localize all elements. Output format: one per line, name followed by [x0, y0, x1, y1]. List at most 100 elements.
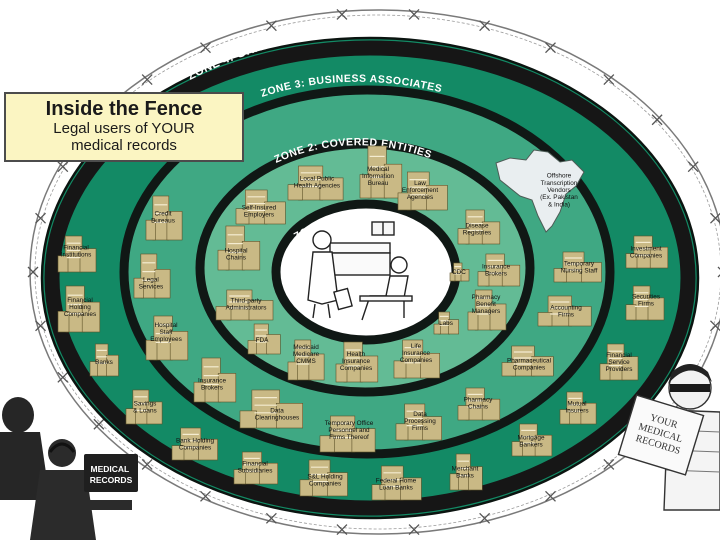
building-icon: [625, 235, 669, 269]
building-icon: [235, 189, 286, 225]
building-icon: [133, 253, 171, 299]
building-icon: [171, 427, 218, 461]
your-medical-records-folder: [617, 394, 705, 476]
building-icon: [215, 289, 274, 321]
keyboard: [82, 500, 132, 510]
medical-records-sign: MEDICAL RECORDS: [90, 464, 133, 485]
exam-table: [359, 295, 413, 302]
headset-icon: [48, 442, 76, 453]
entity-label-labs: Labs: [439, 320, 453, 327]
building-icon: [193, 357, 237, 403]
barb: [710, 320, 720, 332]
building-icon: [89, 343, 119, 377]
building-icon: [395, 403, 442, 441]
entity-label-cdc: CDC: [452, 269, 466, 276]
barb: [141, 74, 153, 85]
doctor-head: [312, 230, 332, 250]
entity-buildings: [57, 145, 669, 501]
barb: [603, 459, 615, 470]
barb: [651, 114, 663, 126]
building-icon: [247, 323, 281, 355]
patient-head: [390, 256, 408, 274]
building-icon: [457, 387, 501, 421]
building-icon: [559, 391, 597, 425]
diagram-title: Inside the Fence: [45, 98, 203, 120]
entity-label-savings-loans: Savings& Loans: [133, 400, 156, 414]
barb: [27, 266, 39, 278]
barb: [408, 524, 420, 536]
barb: [603, 74, 615, 85]
building-icon: [287, 165, 344, 201]
call-center-operator: MEDICAL RECORDS: [0, 397, 138, 540]
entity-label-fda: FDA: [256, 337, 270, 344]
building-icon: [335, 341, 379, 383]
building-icon: [125, 389, 163, 425]
doctor-patient-illustration: [307, 221, 413, 321]
office-cabinet: [329, 242, 391, 254]
building-icon: [57, 285, 101, 333]
operator-back-head: [2, 397, 34, 433]
india-map: [495, 149, 585, 233]
building-icon: [239, 389, 303, 429]
building-icon: [553, 251, 602, 283]
building-icon: [449, 453, 483, 491]
barb: [336, 524, 348, 536]
building-icon: [359, 145, 403, 199]
building-icon: [625, 285, 665, 321]
thief-mask: [670, 384, 710, 392]
barb: [479, 20, 491, 32]
barb: [35, 212, 46, 224]
barbed-wire-fence: [29, 9, 720, 535]
masked-thief: YOUR MEDICAL RECORDS: [617, 364, 720, 511]
barb: [200, 42, 211, 54]
building-icon: [599, 343, 639, 381]
barb: [545, 490, 556, 502]
barb: [545, 42, 556, 54]
building-icon: [397, 171, 448, 211]
medical-chart: [333, 287, 353, 311]
barb: [408, 8, 420, 20]
doctor-body: [307, 251, 339, 305]
entity-label-banks: Banks: [95, 359, 113, 366]
building-icon: [145, 315, 189, 361]
barb: [93, 418, 105, 430]
zone4-ring-border: [40, 36, 700, 520]
barb: [687, 161, 699, 173]
barb: [57, 161, 69, 173]
barbed-wire-fence-strand: [34, 14, 720, 530]
title-box: Inside the Fence Legal users of YOUR med…: [4, 92, 244, 162]
diagram-subtitle-line1: Legal users of YOUR: [53, 120, 195, 137]
operator-back-body: [0, 432, 50, 500]
barb: [710, 212, 720, 224]
building-icon: [319, 415, 376, 453]
